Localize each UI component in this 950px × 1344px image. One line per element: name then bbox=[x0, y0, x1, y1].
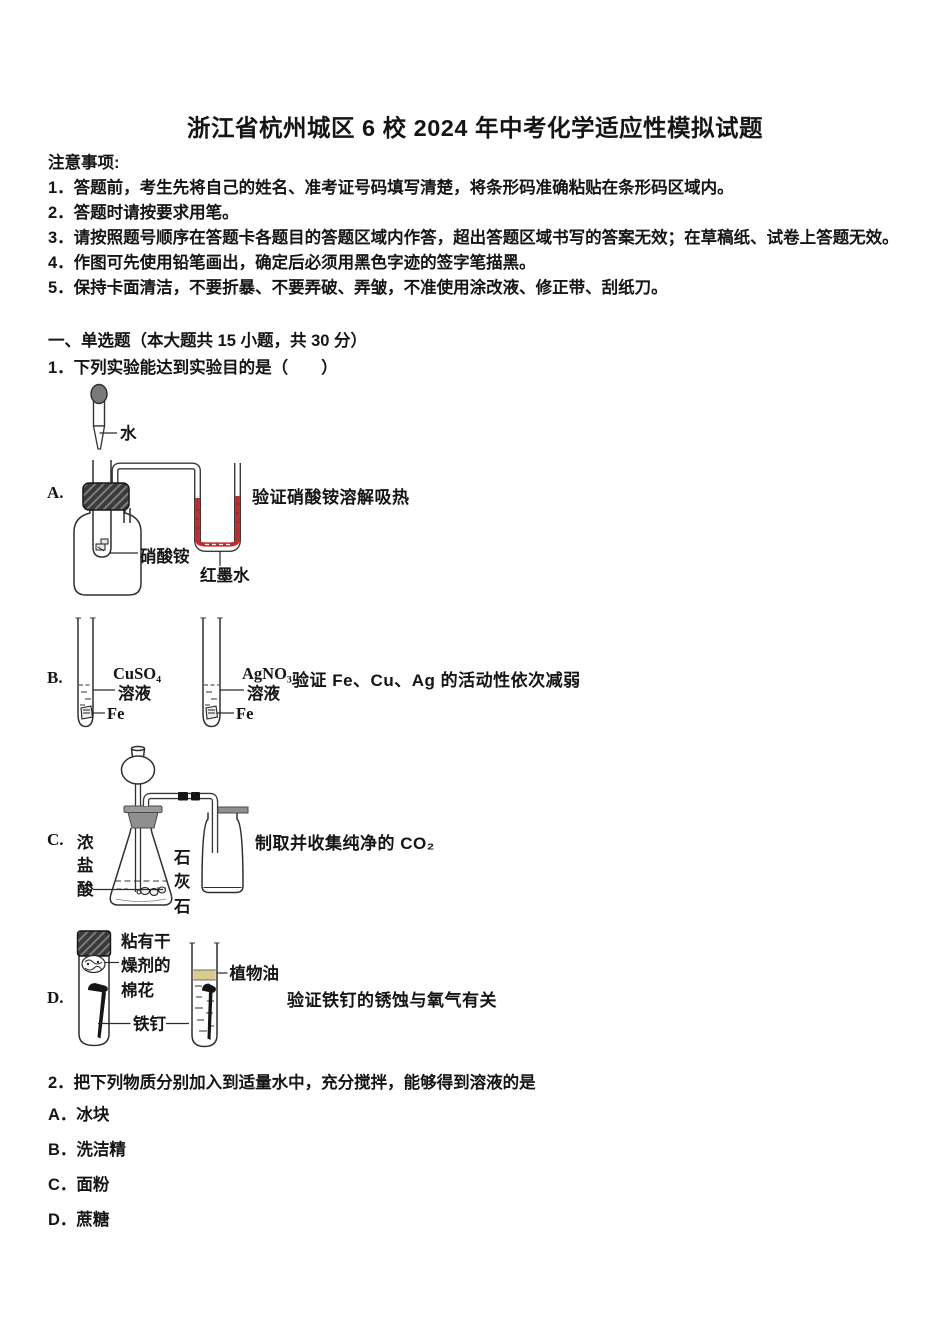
dropping-funnel-mouth bbox=[130, 748, 146, 758]
tube1-solution-formula: CuSO₄ bbox=[113, 664, 161, 683]
page-title: 浙江省杭州城区 6 校 2024 年中考化学适应性模拟试题 bbox=[187, 115, 763, 141]
oil-label: 植物油 bbox=[230, 963, 280, 983]
apparatus-b-diagram: CuSO₄ 溶液 Fe AgNO₃ 溶液 Fe bbox=[75, 617, 292, 728]
notice-section: 注意事项: 1．答题前，考生先将自己的姓名、准考证号码填写清楚，将条形码准确粘贴… bbox=[48, 151, 899, 301]
svg-text:棉花: 棉花 bbox=[121, 980, 155, 1000]
funnel-stem bbox=[134, 783, 142, 892]
notice-item-5: 5．保持卡面清洁，不要折暴、不要弄破、弄皱，不准使用涂改液、修正带、刮纸刀。 bbox=[48, 279, 668, 297]
svg-text:浓: 浓 bbox=[77, 833, 94, 852]
tube1-fe-label: Fe bbox=[107, 704, 124, 723]
svg-text:灰: 灰 bbox=[174, 871, 191, 891]
flask-stopper bbox=[123, 805, 163, 829]
tube2-liquid bbox=[204, 684, 219, 706]
question2-option-b: B．洗洁精 bbox=[48, 1141, 126, 1159]
red-ink-tick-marks bbox=[196, 503, 239, 529]
limestone-label: 石 灰 石 bbox=[173, 849, 191, 916]
svg-text:粘有干: 粘有干 bbox=[121, 931, 171, 951]
tube2-fe-label: Fe bbox=[236, 704, 253, 723]
option-b-purpose: 验证 Fe、Cu、Ag 的活动性依次减弱 bbox=[292, 671, 581, 690]
tube1-iron-piece bbox=[80, 705, 94, 720]
dropper bbox=[90, 383, 108, 450]
tube2-iron-piece bbox=[205, 705, 219, 720]
svg-text:盐: 盐 bbox=[77, 855, 94, 875]
question2-stem: 2．把下列物质分别加入到适量水中，充分搅拌，能够得到溶液的是 bbox=[48, 1074, 536, 1092]
flask-base-curve bbox=[115, 898, 167, 902]
vegetable-oil-layer bbox=[193, 970, 216, 980]
iron-nail-1 bbox=[88, 983, 108, 1039]
apparatus-c-diagram: 浓 盐 酸 石 灰 石 bbox=[77, 745, 249, 916]
option-a-letter: A. bbox=[47, 483, 64, 502]
ammonium-nitrate-label: 硝酸铵 bbox=[140, 546, 190, 566]
dropping-funnel-opening bbox=[130, 745, 146, 752]
water-label: 水 bbox=[120, 423, 137, 443]
d-rubber-stopper bbox=[76, 930, 112, 957]
dropper-bulb bbox=[90, 383, 108, 405]
option-d-letter: D. bbox=[47, 988, 64, 1007]
acid-label: 浓 盐 酸 bbox=[77, 833, 94, 899]
drying-cotton bbox=[81, 954, 106, 974]
notice-item-4: 4．作图可先使用铅笔画出，确定后必须用黑色字迹的签字笔描黑。 bbox=[48, 254, 536, 272]
apparatus-d-diagram: 粘有干 燥剂的 棉花 铁钉 植物油 bbox=[76, 930, 280, 1048]
notice-item-3: 3．请按照题号顺序在答题卡各题目的答题区域内作答，超出答题区域书写的答案无效；在… bbox=[48, 229, 899, 247]
rubber-connector bbox=[178, 792, 200, 801]
tube1-liquid bbox=[79, 684, 92, 706]
question2-option-c: C．面粉 bbox=[48, 1176, 110, 1194]
dropper-tip bbox=[92, 425, 106, 450]
rubber-stopper bbox=[82, 482, 130, 511]
option-a-purpose: 验证硝酸铵溶解吸热 bbox=[252, 488, 410, 507]
question2-option-a: A．冰块 bbox=[48, 1106, 110, 1124]
dropping-funnel-bulb bbox=[120, 755, 156, 785]
notice-item-2: 2．答题时请按要求用笔。 bbox=[48, 204, 239, 222]
option-c-purpose: 制取并收集纯净的 CO₂ bbox=[255, 834, 435, 853]
oil-layer-lines bbox=[193, 969, 216, 981]
red-ink-liquid bbox=[195, 496, 240, 547]
section-heading: 一、单选题（本大题共 15 小题，共 30 分） bbox=[48, 332, 368, 350]
question2-option-d: D．蔗糖 bbox=[48, 1211, 110, 1229]
notice-item-1: 1．答题前，考生先将自己的姓名、准考证号码填写清楚，将条形码准确粘贴在条形码区域… bbox=[48, 179, 734, 197]
option-c-letter: C. bbox=[47, 830, 64, 849]
notice-heading: 注意事项: bbox=[48, 154, 120, 172]
gas-collecting-bottle bbox=[201, 812, 244, 894]
svg-text:燥剂的: 燥剂的 bbox=[121, 955, 171, 975]
apparatus-a-diagram: 水 硝酸铵 红墨水 bbox=[73, 383, 250, 596]
option-d-purpose: 验证铁钉的锈蚀与氧气有关 bbox=[287, 991, 497, 1010]
tube2-solution-label: 溶液 bbox=[247, 683, 281, 703]
cotton-label: 粘有干 燥剂的 棉花 bbox=[121, 931, 171, 1000]
question1-stem: 1．下列实验能达到实验目的是（ ） bbox=[48, 359, 338, 377]
ammonium-nitrate-solid bbox=[95, 538, 109, 552]
tube1-solution-label: 溶液 bbox=[118, 683, 152, 703]
iron-nail-2 bbox=[202, 983, 216, 1040]
nail-label: 铁钉 bbox=[133, 1014, 167, 1034]
svg-text:石: 石 bbox=[173, 849, 191, 867]
option-b-letter: B. bbox=[47, 668, 63, 687]
svg-text:酸: 酸 bbox=[77, 879, 94, 899]
red-ink-label: 红墨水 bbox=[200, 565, 250, 585]
tube2-solution-formula: AgNO₃ bbox=[242, 664, 292, 683]
bottle-glass-lid bbox=[217, 806, 249, 814]
svg-text:石: 石 bbox=[173, 898, 191, 916]
